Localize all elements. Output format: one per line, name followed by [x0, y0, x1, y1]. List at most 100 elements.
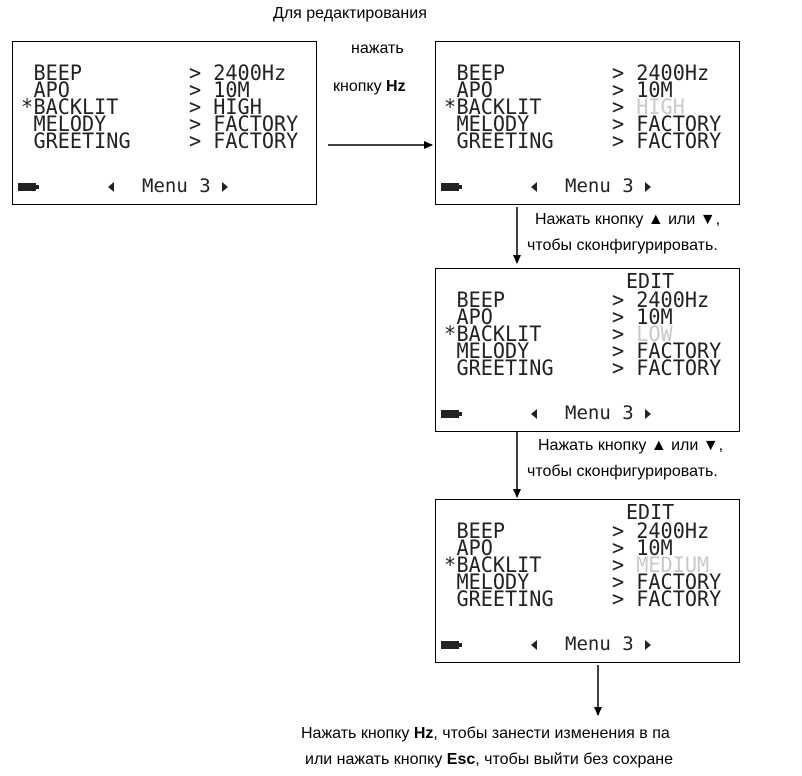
setting-name: BACKLIT	[456, 95, 542, 119]
selection-marker: *	[444, 95, 457, 119]
right-triangle-icon	[645, 640, 651, 650]
setting-name: MELODY	[456, 570, 530, 594]
lcd-screen-2: BEEP> 2400Hz APO> 10M *BACKLIT> HIGH MEL…	[435, 41, 740, 205]
menu-page-label: Menu 3	[565, 633, 634, 655]
menu-page-label: Menu 3	[142, 175, 211, 197]
lcd-screen-3: EDIT BEEP> 2400Hz APO> 10M *BACKLIT> LOW…	[435, 268, 740, 432]
setting-value: FACTORY	[636, 570, 722, 594]
setting-value: 10M	[636, 305, 673, 329]
setting-value-editing: HIGH	[636, 95, 685, 119]
selection-marker	[444, 591, 456, 608]
setting-row-melody: MELODY> FACTORY	[444, 570, 721, 594]
bottom-line1-suffix: , чтобы занести изменения в па	[433, 725, 670, 742]
bottom-line1-prefix: Нажать кнопку	[301, 725, 414, 742]
selection-marker: *	[444, 322, 457, 346]
setting-row-backlit: *BACKLIT> MEDIUM	[444, 553, 710, 577]
setting-row-melody: MELODY> FACTORY	[444, 339, 721, 363]
setting-row-apo: APO> 10M	[444, 536, 672, 560]
lcd-screen-4: EDIT BEEP> 2400Hz APO> 10M *BACKLIT> MED…	[435, 499, 740, 663]
top-instruction-line1: Для редактирования	[273, 5, 427, 22]
menu-page-label: Menu 3	[565, 175, 634, 197]
setting-row-beep: BEEP> 2400Hz	[21, 61, 286, 85]
step1-instruction-line1: Нажать кнопку ▲ или ▼,	[535, 211, 721, 228]
left-triangle-icon	[108, 182, 114, 192]
selection-marker	[21, 133, 33, 150]
setting-name: APO	[456, 536, 493, 560]
selection-marker	[444, 360, 456, 377]
setting-row-beep: BEEP> 2400Hz	[444, 519, 709, 543]
setting-value: 2400Hz	[636, 288, 710, 312]
setting-row-greeting: GREETING> FACTORY	[21, 129, 298, 153]
step1-instruction-line2: чтобы сконфигурировать.	[527, 237, 718, 254]
setting-row-backlit: *BACKLIT> LOW	[444, 322, 673, 346]
right-triangle-icon	[645, 409, 651, 419]
bottom-instruction-line2: или нажать кнопку Esc, чтобы выйти без с…	[305, 750, 673, 769]
setting-row-beep: BEEP> 2400Hz	[444, 288, 709, 312]
setting-value: FACTORY	[213, 112, 299, 136]
setting-row-backlit: *BACKLIT> HIGH	[21, 95, 262, 119]
setting-value: 10M	[636, 536, 673, 560]
battery-icon	[441, 641, 463, 649]
setting-row-apo: APO> 10M	[444, 305, 672, 329]
setting-name: GREETING	[33, 129, 131, 153]
setting-row-melody: MELODY> FACTORY	[444, 114, 721, 135]
setting-name: APO	[456, 78, 493, 102]
setting-value: FACTORY	[636, 112, 722, 136]
esc-key-label: Esc	[446, 751, 476, 768]
selection-marker: *	[21, 95, 34, 119]
setting-value: HIGH	[213, 95, 262, 119]
setting-name: BACKLIT	[456, 322, 542, 346]
top-instruction-line2: нажать	[351, 40, 404, 57]
setting-value-editing: MEDIUM	[636, 553, 710, 577]
setting-value: 10M	[213, 78, 250, 102]
left-triangle-icon	[531, 640, 537, 650]
setting-name: MELODY	[33, 112, 107, 136]
setting-value: 10M	[636, 78, 673, 102]
setting-value-editing: LOW	[636, 322, 673, 346]
setting-value: FACTORY	[636, 339, 722, 363]
setting-row-greeting: GREETING> FACTORY	[444, 356, 721, 380]
menu-page-label: Menu 3	[565, 402, 634, 424]
selection-marker	[444, 133, 456, 150]
top-instruction-line3: кнопку Hz	[333, 77, 406, 96]
setting-row-apo: APO> 10M	[21, 78, 249, 102]
right-triangle-icon	[222, 182, 228, 192]
right-triangle-icon	[645, 182, 651, 192]
setting-value: FACTORY	[636, 356, 722, 380]
setting-name: MELODY	[456, 339, 530, 363]
setting-name: APO	[33, 78, 70, 102]
setting-name: BACKLIT	[33, 95, 119, 119]
setting-name: APO	[456, 305, 493, 329]
edit-label: EDIT	[626, 269, 675, 293]
step2-instruction-line2: чтобы сконфигурировать.	[527, 463, 718, 480]
bottom-instruction-line1: Нажать кнопку Hz, чтобы занести изменени…	[301, 724, 670, 743]
left-triangle-icon	[531, 409, 537, 419]
setting-row-backlit: *BACKLIT> HIGH	[444, 95, 685, 119]
setting-name: GREETING	[456, 587, 554, 611]
setting-name: BEEP	[456, 519, 506, 543]
setting-row-greeting: GREETING> FACTORY	[444, 587, 721, 611]
setting-name: BEEP	[33, 61, 83, 85]
setting-name: GREETING	[456, 356, 554, 380]
lcd-screen-1: BEEP> 2400Hz APO> 10M *BACKLIT> HIGH MEL…	[12, 41, 317, 205]
battery-icon	[441, 183, 463, 191]
setting-row-apo: APO> 10M	[444, 78, 672, 102]
setting-row-beep: BEEP> 2400Hz	[444, 63, 709, 84]
battery-icon	[441, 410, 463, 418]
step2-instruction-line1: Нажать кнопку ▲ или ▼,	[538, 437, 724, 454]
hz-key-label: Hz	[386, 78, 406, 95]
bottom-line2-suffix: , чтобы выйти без сохране	[475, 751, 674, 768]
setting-row-greeting: GREETING> FACTORY	[444, 131, 721, 152]
hz-key-label-bottom: Hz	[413, 725, 434, 742]
battery-icon	[18, 183, 40, 191]
setting-value: FACTORY	[636, 587, 722, 611]
setting-value: FACTORY	[213, 129, 299, 153]
selection-marker: *	[444, 553, 457, 577]
top-instruction-line3-text: кнопку	[333, 78, 387, 95]
setting-name: BACKLIT	[456, 553, 542, 577]
setting-name: BEEP	[456, 288, 506, 312]
setting-value: FACTORY	[636, 129, 722, 153]
setting-row-melody: MELODY> FACTORY	[21, 112, 298, 136]
bottom-line2-prefix: или нажать кнопку	[305, 751, 447, 768]
